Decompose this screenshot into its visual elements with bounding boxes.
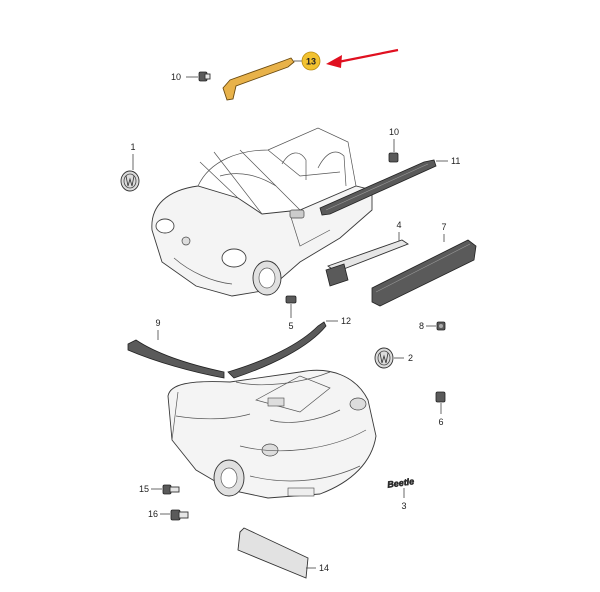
part-1-front-emblem[interactable] <box>120 170 140 192</box>
callout-13-badge[interactable] <box>301 51 321 71</box>
part-4-sill-trim-strip[interactable] <box>325 239 409 287</box>
part-3-beetle-lettering[interactable]: Beetle <box>386 476 415 490</box>
part-7-side-skirt[interactable] <box>371 239 477 307</box>
part-15-bolt[interactable] <box>162 484 180 495</box>
convertible-car-rear <box>167 369 377 499</box>
part-10-clip-top[interactable] <box>198 71 211 82</box>
part-16-bolt[interactable] <box>170 509 189 521</box>
red-arrow-icon <box>326 48 399 68</box>
callout-16: 16 <box>148 509 158 519</box>
part-2-rear-emblem[interactable] <box>374 347 394 369</box>
callout-14: 14 <box>319 563 329 573</box>
part-14-license-plate-base[interactable] <box>237 527 309 579</box>
callout-15: 15 <box>139 484 149 494</box>
part-12-rear-fender-trim[interactable] <box>227 321 327 379</box>
callout-7: 7 <box>441 222 446 232</box>
callout-9: 9 <box>155 318 160 328</box>
callout-2: 2 <box>408 353 413 363</box>
callout-3: 3 <box>401 501 406 511</box>
part-5-clip[interactable] <box>285 295 297 304</box>
callout-5: 5 <box>288 321 293 331</box>
callout-10-top: 10 <box>171 72 181 82</box>
callout-11: 11 <box>451 156 460 166</box>
callout-13: 13 <box>306 57 316 67</box>
part-6-clip[interactable] <box>435 391 446 403</box>
beetle-emblem-text: Beetle <box>387 476 415 490</box>
callout-4: 4 <box>396 220 401 230</box>
part-8-screw[interactable] <box>436 321 446 331</box>
callout-12: 12 <box>341 316 351 326</box>
part-11-door-sill-molding[interactable] <box>319 159 437 216</box>
convertible-car-front <box>151 127 373 297</box>
callout-1: 1 <box>130 142 135 152</box>
part-9-rear-side-trim[interactable] <box>127 339 225 379</box>
callout-8: 8 <box>419 321 424 331</box>
callout-10-right: 10 <box>389 127 399 137</box>
callout-6: 6 <box>438 417 443 427</box>
part-10-clip-right[interactable] <box>388 152 399 163</box>
part-13-windshield-trim[interactable] <box>222 57 295 101</box>
